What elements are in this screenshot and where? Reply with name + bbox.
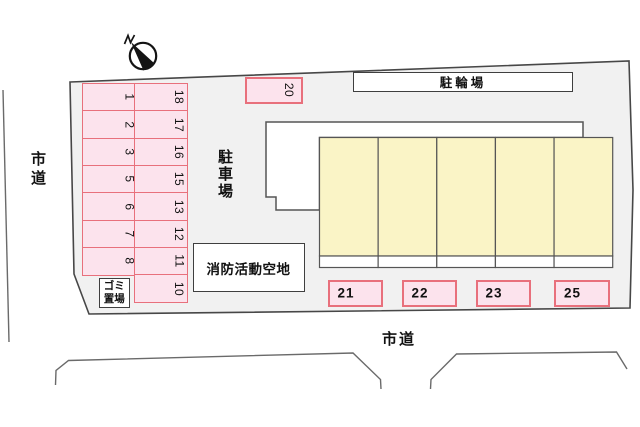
road-edge-left <box>2 89 10 343</box>
parking-space-10: 10 <box>134 274 188 303</box>
garbage-label-line2: 置場 <box>103 292 125 305</box>
road-edge-bottom-left <box>54 352 382 390</box>
parking-space-17: 17 <box>134 110 188 140</box>
fire-activity-label: 消防活動空地 <box>206 261 291 277</box>
parking-space-7: 7 <box>82 219 137 249</box>
fire-activity-area: 消防活動空地 <box>192 243 305 292</box>
parking-space-5: 5 <box>82 164 137 194</box>
road-label-left: 市道 <box>29 151 46 189</box>
parking-space-6: 6 <box>82 192 137 222</box>
road-label-bottom: 市道 <box>382 331 417 348</box>
parking-space-22: 22 <box>401 279 457 307</box>
parking-space-11: 11 <box>134 246 188 276</box>
parking-space-8: 8 <box>82 246 137 276</box>
parking-space-18: 18 <box>134 83 188 112</box>
parking-space-20: 20 <box>245 77 303 104</box>
bicycle-parking-label: 駐輪場 <box>439 76 487 91</box>
parking-space-23: 23 <box>475 279 531 307</box>
parking-lot-label: 駐車場 <box>216 149 233 200</box>
parking-space-12: 12 <box>134 219 188 249</box>
building-units <box>318 136 614 269</box>
garbage-label-line1: ゴミ <box>103 279 125 292</box>
parking-space-13: 13 <box>134 192 188 222</box>
parking-space-1: 1 <box>82 83 137 112</box>
garbage-area: ゴミ 置場 <box>98 277 130 308</box>
parking-space-21: 21 <box>327 279 383 307</box>
parking-space-16: 16 <box>134 137 188 167</box>
parking-space-3: 3 <box>82 137 137 167</box>
bicycle-parking-area: 駐輪場 <box>353 71 573 92</box>
parking-space-25: 25 <box>554 279 610 307</box>
road-edge-bottom-right <box>429 351 628 390</box>
north-arrow-icon <box>123 33 158 71</box>
parking-space-15: 15 <box>134 164 188 194</box>
parking-space-2: 2 <box>82 110 137 140</box>
